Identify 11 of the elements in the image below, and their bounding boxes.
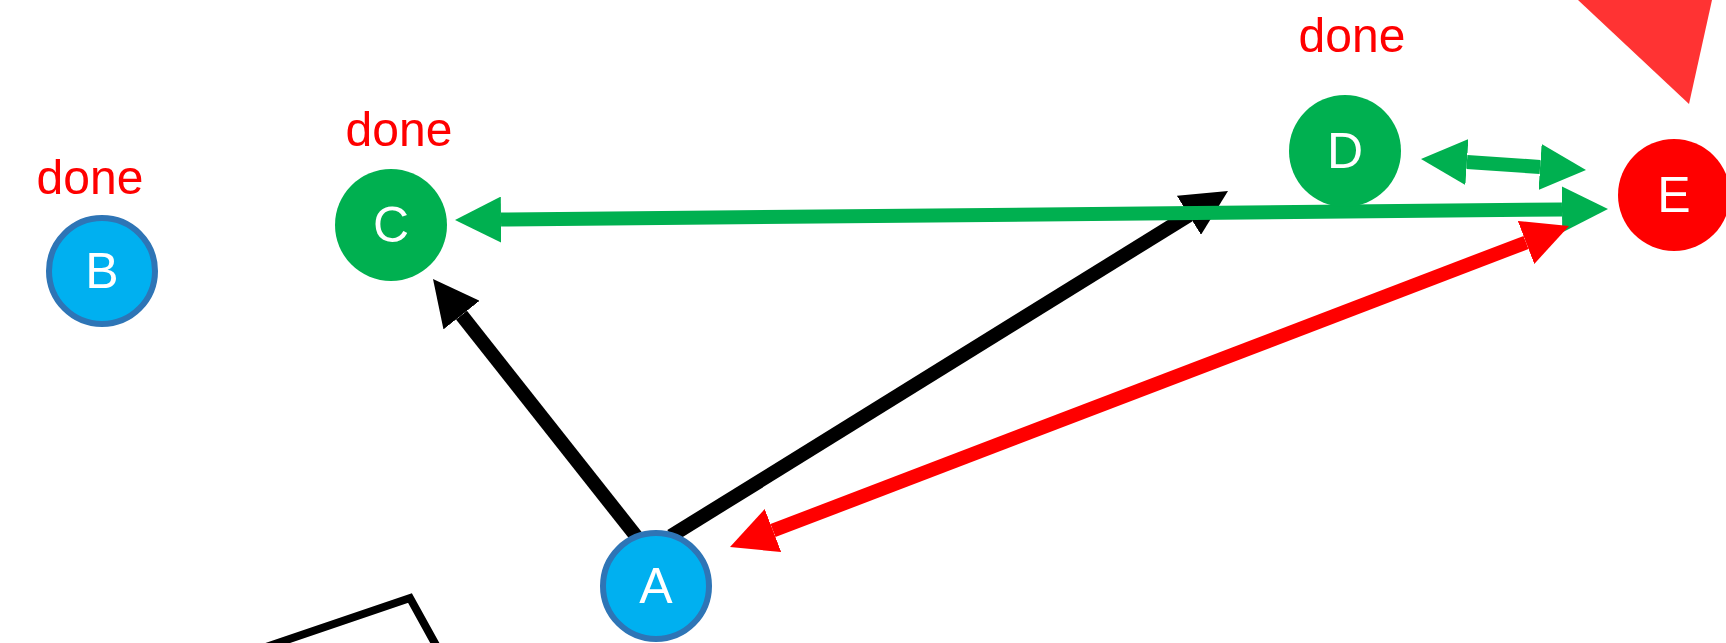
status-label: done xyxy=(36,154,144,202)
arrow xyxy=(1421,139,1586,190)
node-letter: C xyxy=(372,200,410,250)
node-letter: A xyxy=(639,561,673,611)
node-letter: E xyxy=(1657,170,1691,220)
status-label: done xyxy=(1298,12,1406,60)
node-letter: D xyxy=(1326,126,1364,176)
node-letter: B xyxy=(85,246,119,296)
triangle-shape xyxy=(1578,0,1712,104)
arrow xyxy=(455,186,1608,243)
status-label: done xyxy=(345,106,453,154)
